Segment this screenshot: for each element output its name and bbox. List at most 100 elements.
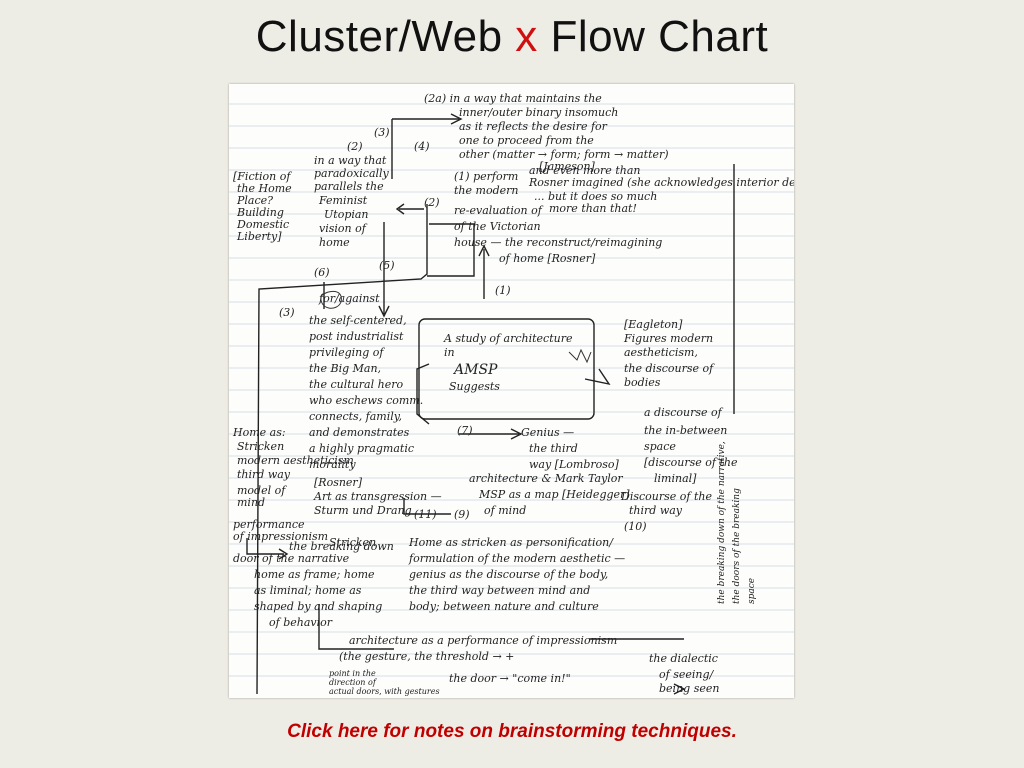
svg-text:Stricken: Stricken: [237, 440, 284, 453]
svg-text:shaped by and shaping: shaped by and shaping: [254, 600, 382, 613]
svg-text:as it reflects the desire for: as it reflects the desire for: [459, 120, 608, 133]
svg-text:Building: Building: [236, 206, 284, 219]
svg-text:Stricken: Stricken: [329, 536, 376, 549]
handwritten-notes-image: (2a) in a way that maintains the inner/o…: [229, 84, 794, 698]
svg-text:vision of: vision of: [319, 222, 368, 235]
flow-lines: [246, 113, 735, 695]
svg-text:being seen: being seen: [659, 682, 719, 695]
svg-text:Home as stricken as personific: Home as stricken as personification/: [408, 536, 614, 549]
svg-text:a discourse of: a discourse of: [644, 406, 724, 419]
svg-text:Genius —: Genius —: [521, 426, 574, 439]
svg-text:performance: performance: [233, 518, 305, 531]
svg-text:(1) perform: (1) perform: [454, 170, 518, 183]
svg-text:(9): (9): [454, 508, 470, 521]
svg-text:way [Lombroso]: way [Lombroso]: [529, 458, 620, 471]
svg-text:more than that!: more than that!: [549, 202, 637, 215]
handwritten-notes-svg: (2a) in a way that maintains the inner/o…: [229, 92, 794, 696]
svg-text:in a way that: in a way that: [314, 154, 387, 167]
svg-text:architecture & Mark Taylor: architecture & Mark Taylor: [469, 472, 623, 485]
svg-text:architecture as a performance: architecture as a performance of impress…: [349, 634, 617, 647]
svg-text:Liberty]: Liberty]: [236, 230, 282, 243]
svg-text:liminal]: liminal]: [654, 472, 697, 485]
svg-text:genius as the discourse of the: genius as the discourse of the body,: [409, 568, 608, 581]
svg-text:actual doors, with gestures: actual doors, with gestures: [329, 687, 440, 696]
svg-text:MSP as a map [Heidegger]: MSP as a map [Heidegger]: [478, 488, 630, 501]
svg-text:Suggests: Suggests: [449, 380, 500, 393]
svg-text:of seeing/: of seeing/: [659, 668, 714, 681]
svg-text:Feminist: Feminist: [318, 194, 368, 207]
svg-text:the breaking down: the breaking down: [289, 540, 394, 553]
svg-text:mind: mind: [237, 496, 265, 509]
svg-text:Domestic: Domestic: [236, 218, 289, 231]
svg-text:other (matter → form; form → m: other (matter → form; form → matter): [459, 148, 669, 161]
svg-text:Place?: Place?: [236, 194, 273, 207]
title-accent: x: [515, 12, 538, 61]
svg-text:of mind: of mind: [484, 504, 526, 517]
svg-text:Home as:: Home as:: [232, 426, 286, 439]
svg-text:point in the: point in the: [329, 669, 376, 678]
svg-text:who eschews comm.: who eschews comm.: [309, 394, 423, 407]
svg-text:of home [Rosner]: of home [Rosner]: [499, 252, 596, 265]
slide-title: Cluster/Web x Flow Chart: [0, 12, 1024, 62]
svg-text:in: in: [444, 346, 455, 359]
svg-text:[Rosner]: [Rosner]: [314, 476, 363, 489]
svg-text:and even more than: and even more than: [529, 164, 640, 177]
svg-text:inner/outer binary insomuch: inner/outer binary insomuch: [459, 106, 618, 119]
svg-text:Discourse of the: Discourse of the: [620, 490, 712, 503]
svg-text:third way: third way: [629, 504, 683, 517]
svg-text:(2a) in a way that maintains t: (2a) in a way that maintains the: [424, 92, 602, 105]
svg-text:AMSP: AMSP: [452, 362, 498, 378]
svg-text:bodies: bodies: [624, 376, 661, 389]
svg-text:privileging of: privileging of: [309, 346, 385, 359]
svg-text:post industrialist: post industrialist: [309, 330, 404, 343]
svg-text:(3): (3): [374, 126, 390, 139]
svg-text:home: home: [319, 236, 350, 249]
svg-text:direction of: direction of: [329, 678, 378, 687]
svg-text:Utopian: Utopian: [324, 208, 369, 221]
svg-text:house — the reconstruct/reimag: house — the reconstruct/reimagining: [454, 236, 662, 249]
svg-text:[Jameson]: [Jameson]: [539, 160, 596, 173]
svg-text:[discourse of the: [discourse of the: [644, 456, 738, 469]
svg-text:aestheticism,: aestheticism,: [624, 346, 698, 359]
svg-text:space: space: [747, 578, 757, 604]
svg-text:of behavior: of behavior: [269, 616, 333, 629]
svg-text:(11): (11): [414, 508, 437, 521]
svg-text:body; between nature and cultu: body; between nature and culture: [409, 600, 599, 613]
svg-text:the dialectic: the dialectic: [649, 652, 718, 665]
svg-text:the door → "come in!": the door → "come in!": [449, 672, 571, 685]
svg-text:model of: model of: [237, 484, 287, 497]
svg-text:the Big Man,: the Big Man,: [309, 362, 381, 375]
brainstorming-notes-link[interactable]: Click here for notes on brainstorming te…: [287, 721, 737, 742]
svg-text:(1): (1): [495, 284, 511, 297]
svg-text:as liminal; home as: as liminal; home as: [254, 584, 362, 597]
scribble-marks: [320, 290, 592, 364]
svg-text:(7): (7): [457, 424, 473, 437]
svg-text:and demonstrates: and demonstrates: [309, 426, 410, 439]
svg-text:re-evaluation of: re-evaluation of: [454, 204, 544, 217]
svg-text:the breaking down of the narra: the breaking down of the narrative,: [717, 441, 727, 604]
svg-text:(the gesture, the threshold →: (the gesture, the threshold → +: [339, 650, 514, 663]
svg-text:a highly pragmatic: a highly pragmatic: [309, 442, 414, 455]
svg-text:A study of architecture: A study of architecture: [443, 332, 573, 345]
svg-text:Rosner imagined (she acknowled: Rosner imagined (she acknowledges interi…: [528, 176, 794, 189]
svg-text:modern aestheticism: modern aestheticism: [237, 454, 354, 467]
handwriting-text: (2a) in a way that maintains the inner/o…: [232, 92, 794, 696]
svg-text:[Eagleton]: [Eagleton]: [624, 318, 683, 331]
svg-text:the Home: the Home: [237, 182, 292, 195]
svg-text:Sturm und Drang: Sturm und Drang: [314, 504, 412, 517]
svg-text:for/against: for/against: [318, 292, 380, 305]
svg-text:the in-between: the in-between: [644, 424, 727, 437]
svg-text:the modern: the modern: [454, 184, 518, 197]
paper-lines: [229, 103, 794, 677]
svg-text:the doors of the breaking: the doors of the breaking: [732, 488, 742, 604]
title-part2: Flow Chart: [537, 12, 769, 61]
svg-text:the third: the third: [529, 442, 578, 455]
svg-text:parallels the: parallels the: [314, 180, 384, 193]
svg-text:connects, family,: connects, family,: [309, 410, 402, 423]
svg-text:of the Victorian: of the Victorian: [454, 220, 541, 233]
svg-text:space: space: [644, 440, 676, 453]
svg-text:Art as transgression —: Art as transgression —: [313, 490, 442, 503]
svg-text:home as frame; home: home as frame; home: [254, 568, 375, 581]
svg-text:(6): (6): [314, 266, 330, 279]
svg-text:the discourse of: the discourse of: [624, 362, 715, 375]
